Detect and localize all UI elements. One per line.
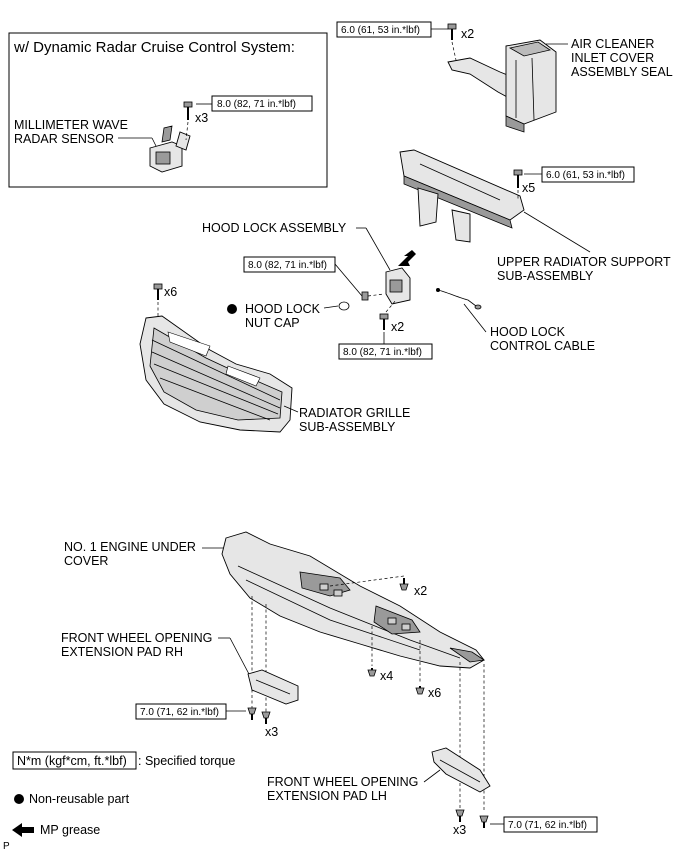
- hood-lock-bolt-left-icon: [361, 291, 385, 301]
- hood-lock-qty: x2: [391, 320, 404, 334]
- upper-support-label-2: SUB-ASSEMBLY: [497, 269, 594, 283]
- inset-title: w/ Dynamic Radar Cruise Control System:: [13, 39, 295, 56]
- corner-mark: P: [3, 841, 10, 852]
- grille-group: x6 RADIATOR GRILLE SUB-ASSEMBLY: [139, 283, 410, 434]
- hood-lock-group: HOOD LOCK ASSEMBLY 8.0 (82, 71 in.*lbf) …: [202, 221, 433, 360]
- pad-rh-bolt-left-icon: [247, 707, 257, 720]
- legend-nonreusable-icon: [14, 794, 24, 804]
- pad-lh-part: [431, 747, 491, 793]
- radar-sensor-part: [149, 125, 191, 173]
- air-cleaner-torque: 6.0 (61, 53 in.*lbf): [341, 25, 420, 36]
- nut-cap-label-1: HOOD LOCK: [245, 302, 321, 316]
- pad-lh-bolt-right-icon: [479, 815, 489, 828]
- hood-lock-part: [385, 267, 411, 305]
- hood-lock-torque-top: 8.0 (82, 71 in.*lbf): [248, 260, 327, 271]
- air-cleaner-qty: x2: [461, 27, 474, 41]
- air-cleaner-part: [447, 39, 557, 133]
- pad-lh-qty: x3: [453, 823, 466, 837]
- hood-lock-torque-bottom-box: [338, 343, 433, 360]
- hood-lock-bolt-bottom-icon: [379, 313, 389, 330]
- hood-nut-cap-group: HOOD LOCK NUT CAP: [227, 301, 350, 330]
- legend-grease-arrow-icon: [12, 823, 34, 837]
- non-reusable-dot-icon: [227, 304, 237, 314]
- hood-cable-label-1: HOOD LOCK: [490, 325, 566, 339]
- radar-sensor-label-2: RADAR SENSOR: [14, 132, 114, 146]
- under-cover-part: [221, 531, 486, 669]
- grille-bolt-icon: [153, 283, 163, 300]
- legend-torque-text: : Specified torque: [138, 754, 235, 768]
- pad-rh-label-1: FRONT WHEEL OPENING: [61, 631, 212, 645]
- pad-rh-label-2: EXTENSION PAD RH: [61, 645, 183, 659]
- upper-support-label-1: UPPER RADIATOR SUPPORT: [497, 255, 671, 269]
- pad-rh-qty: x3: [265, 725, 278, 739]
- under-cover-bolt-a-icon: [399, 578, 409, 591]
- legend: N*m (kgf*cm, ft.*lbf) : Specified torque…: [12, 751, 235, 837]
- air-cleaner-bolt-icon: [447, 23, 457, 40]
- air-cleaner-torque-box: [336, 21, 432, 38]
- mp-grease-arrow-icon: [398, 250, 416, 266]
- pad-lh-label-2: EXTENSION PAD LH: [267, 789, 387, 803]
- pad-rh-group: FRONT WHEEL OPENING EXTENSION PAD RH 7.0…: [61, 631, 299, 739]
- air-cleaner-label-3: ASSEMBLY SEAL: [571, 65, 673, 79]
- under-cover-qty-a: x2: [414, 584, 427, 598]
- radar-sensor-inset: w/ Dynamic Radar Cruise Control System: …: [8, 32, 328, 188]
- grille-qty: x6: [164, 285, 177, 299]
- pad-lh-torque: 7.0 (71, 62 in.*lbf): [508, 820, 587, 831]
- upper-support-group: x5 6.0 (61, 53 in.*lbf) UPPER RADIATOR S…: [399, 149, 671, 283]
- under-cover-group: NO. 1 ENGINE UNDER COVER x2 x4: [64, 531, 486, 812]
- inset-qty: x3: [195, 111, 208, 125]
- air-cleaner-label-2: INLET COVER: [571, 51, 654, 65]
- upper-support-torque-box: [541, 166, 635, 183]
- pad-lh-group: FRONT WHEEL OPENING EXTENSION PAD LH x3 …: [267, 747, 598, 837]
- upper-support-bolt-icon: [513, 169, 523, 188]
- grille-label-2: SUB-ASSEMBLY: [299, 420, 396, 434]
- pad-lh-label-1: FRONT WHEEL OPENING: [267, 775, 418, 789]
- grille-part: [139, 315, 293, 433]
- grille-label-1: RADIATOR GRILLE: [299, 406, 410, 420]
- under-cover-bolt-c-icon: [415, 686, 425, 695]
- hood-lock-label: HOOD LOCK ASSEMBLY: [202, 221, 347, 235]
- hood-cable-group: HOOD LOCK CONTROL CABLE: [436, 288, 595, 353]
- inset-torque: 8.0 (82, 71 in.*lbf): [217, 99, 296, 110]
- legend-nonreusable: Non-reusable part: [29, 792, 130, 806]
- pad-rh-bolt-right-icon: [261, 711, 271, 724]
- under-cover-qty-c: x6: [428, 686, 441, 700]
- inset-torque-box: [211, 95, 313, 112]
- air-cleaner-group: 6.0 (61, 53 in.*lbf) x2 AIR CLEANER INLE…: [336, 21, 673, 133]
- hood-cable-label-2: CONTROL CABLE: [490, 339, 595, 353]
- pad-rh-part: [247, 669, 299, 705]
- pad-rh-torque: 7.0 (71, 62 in.*lbf): [140, 707, 219, 718]
- under-cover-qty-b: x4: [380, 669, 393, 683]
- pad-lh-bolt-left-icon: [455, 809, 465, 822]
- radar-sensor-label-1: MILLIMETER WAVE: [14, 118, 128, 132]
- nut-cap-part: [338, 301, 350, 311]
- under-cover-label-2: COVER: [64, 554, 108, 568]
- pad-rh-torque-box: [135, 703, 227, 720]
- upper-support-part: [399, 149, 525, 243]
- radar-bolt-icon: [183, 101, 193, 120]
- hood-lock-torque-bottom: 8.0 (82, 71 in.*lbf): [343, 347, 422, 358]
- upper-support-torque: 6.0 (61, 53 in.*lbf): [546, 170, 625, 181]
- air-cleaner-label-1: AIR CLEANER: [571, 37, 654, 51]
- legend-torque-box: [12, 751, 137, 770]
- under-cover-bolt-b-icon: [367, 668, 377, 677]
- under-cover-label-1: NO. 1 ENGINE UNDER: [64, 540, 196, 554]
- pad-lh-torque-box: [503, 816, 598, 833]
- nut-cap-label-2: NUT CAP: [245, 316, 300, 330]
- legend-torque-unit: N*m (kgf*cm, ft.*lbf): [17, 754, 127, 768]
- upper-support-qty: x5: [522, 181, 535, 195]
- legend-grease: MP grease: [40, 823, 100, 837]
